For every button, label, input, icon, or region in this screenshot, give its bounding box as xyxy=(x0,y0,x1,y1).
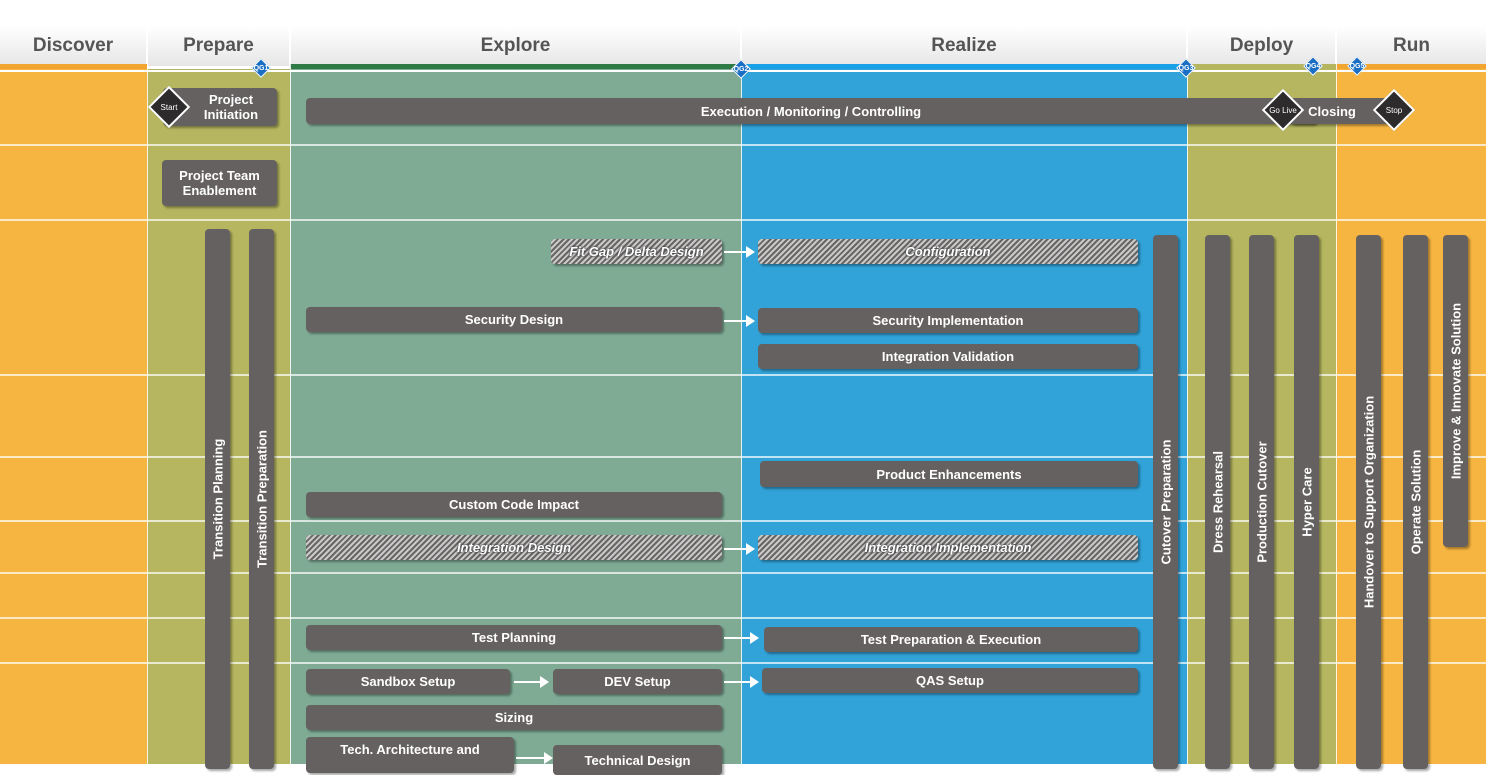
explore-column xyxy=(290,68,741,764)
phase-separator xyxy=(147,40,148,764)
fit-gap-delta-design-bar: Fit Gap / Delta Design xyxy=(551,239,722,264)
arrow xyxy=(514,676,549,688)
lane-divider xyxy=(0,662,1486,664)
production-cutover-bar: Production Cutover xyxy=(1249,235,1274,769)
discover-column xyxy=(0,68,147,764)
arrow xyxy=(724,676,759,688)
arrow xyxy=(724,315,755,327)
phase-header-realize: Realize xyxy=(742,26,1186,66)
realize-column xyxy=(741,68,1187,764)
lane-divider xyxy=(0,520,1486,522)
arrow xyxy=(724,543,755,555)
phase-header-run: Run xyxy=(1337,26,1486,66)
test-planning-bar: Test Planning xyxy=(306,625,722,650)
lane-divider xyxy=(0,572,1486,574)
tech-architecture-bar: Tech. Architecture and xyxy=(306,737,514,773)
sandbox-setup-bar: Sandbox Setup xyxy=(306,669,510,694)
phase-separator xyxy=(290,40,291,764)
arrow xyxy=(516,752,553,764)
arrow xyxy=(724,632,759,644)
discover-band xyxy=(0,64,147,69)
cutover-preparation-bar: Cutover Preparation xyxy=(1153,235,1178,769)
project-team-enablement-bar: Project Team Enablement xyxy=(162,160,277,206)
integration-validation-bar: Integration Validation xyxy=(758,344,1138,369)
configuration-bar: Configuration xyxy=(758,239,1138,264)
dev-setup-bar: DEV Setup xyxy=(553,669,722,694)
phase-separator xyxy=(1336,40,1337,764)
dress-rehearsal-bar: Dress Rehearsal xyxy=(1205,235,1230,769)
custom-code-impact-bar: Custom Code Impact xyxy=(306,492,722,517)
security-design-bar: Security Design xyxy=(306,307,722,332)
hyper-care-bar: Hyper Care xyxy=(1294,235,1319,769)
test-preparation-execution-bar: Test Preparation & Execution xyxy=(764,627,1138,652)
quality-gate-3: QG3 xyxy=(1176,58,1196,78)
handover-support-bar: Handover to Support Organization xyxy=(1356,235,1381,769)
quality-gate-1: QG1 xyxy=(251,58,271,78)
qas-setup-bar: QAS Setup xyxy=(762,668,1138,693)
prepare-band xyxy=(147,66,290,69)
integration-design-bar: Integration Design xyxy=(306,535,722,560)
quality-gate-5: QG5 xyxy=(1347,56,1367,76)
security-implementation-bar: Security Implementation xyxy=(758,308,1138,333)
explore-band xyxy=(290,64,741,69)
product-enhancements-bar: Product Enhancements xyxy=(760,461,1138,487)
transition-planning-bar: Transition Planning xyxy=(205,229,230,769)
go-live-milestone: Go Live xyxy=(1261,88,1305,132)
lane-divider xyxy=(0,144,1486,146)
quality-gate-4: QG4 xyxy=(1303,56,1323,76)
lane-divider xyxy=(0,456,1486,458)
lane-divider xyxy=(0,374,1486,376)
lane-divider xyxy=(0,617,1486,619)
run-band xyxy=(1336,64,1486,69)
deploy-band xyxy=(1187,64,1336,69)
operate-solution-bar: Operate Solution xyxy=(1403,235,1428,769)
integration-implementation-bar: Integration Implementation xyxy=(758,535,1138,560)
phase-header-explore: Explore xyxy=(291,26,740,66)
phase-separator xyxy=(1187,40,1188,764)
sizing-bar: Sizing xyxy=(306,705,722,730)
transition-preparation-bar: Transition Preparation xyxy=(249,229,274,769)
quality-gate-2: QG2 xyxy=(731,59,751,79)
phase-header-discover: Discover xyxy=(0,26,146,66)
realize-band xyxy=(741,64,1187,69)
phase-separator xyxy=(741,40,742,764)
execution-monitoring-bar: Execution / Monitoring / Controlling xyxy=(306,98,1316,124)
improve-innovate-bar: Improve & Innovate Solution xyxy=(1443,235,1468,547)
lane-divider xyxy=(0,219,1486,221)
start-milestone: Start xyxy=(147,85,191,129)
stop-milestone: Stop xyxy=(1372,88,1416,132)
technical-design-bar: Technical Design xyxy=(553,745,722,775)
arrow xyxy=(724,246,755,258)
